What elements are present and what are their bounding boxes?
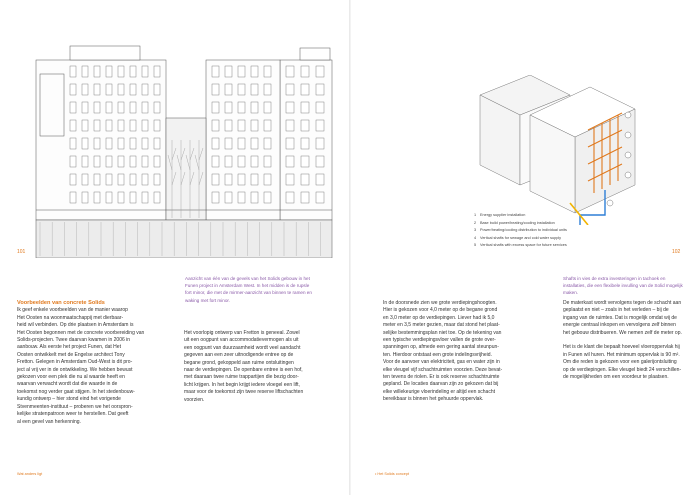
text-line: uit een oogpunt van accommodatievermogen…	[184, 337, 299, 344]
text-line: spanningen op, afmede een gering aantal …	[383, 344, 499, 351]
text-line: de mogelijkheden om een voordeur te plaa…	[563, 374, 669, 381]
text-line: Ik geef enkele voorbeelden van de manier…	[17, 307, 128, 314]
text-line: Solids-projecten. Twee daarvan kwamen in…	[17, 337, 131, 344]
text-column-4: De materkast wordt vervolgens tegen de s…	[563, 300, 693, 381]
text-line: licht krijgen. In het begin krijgt ieder…	[184, 381, 300, 388]
text-line: Fretton. Gelegen in Amsterdam Oud-West i…	[17, 359, 133, 366]
text-line: bereikbaar is binnen het gehuurde opperv…	[383, 396, 484, 403]
page-number-right: 102	[672, 249, 681, 255]
text-column-3: In de doorsnede zien we grote verdieping…	[383, 300, 543, 404]
text-line: Het voorlopig ontwerp van Fretton is gen…	[184, 330, 300, 336]
text-line: energie centraal inkopen en vervolgens z…	[563, 322, 676, 329]
text-line: een oogpunt van duurzaamheid wordt veel …	[184, 344, 301, 351]
text-line: Het Oosten na woonmaatschappij met dierb…	[17, 314, 124, 321]
section-heading: Voorbeelden van concrete Solids	[17, 300, 105, 306]
text-line	[563, 337, 693, 344]
text-line: kelijke stratenpatroon weer te herstelle…	[17, 411, 129, 418]
text-line: een typische verdiepingsvloer vallen de …	[383, 337, 496, 344]
text-line: met daaraan twee ruime trappartijen die …	[184, 374, 299, 381]
text-line: en 3,0 meter op de verdiepingen. Liever …	[383, 314, 495, 321]
text-line: kundig ontwerp – hier stond eind het vor…	[17, 396, 121, 403]
page-gutter	[349, 0, 351, 495]
text-line: elke vleugel vijf schachtruimten voorzie…	[383, 366, 503, 373]
page-number-left: 101	[17, 249, 26, 255]
text-line: gepland. De locaties daarvan zijn zo gek…	[383, 381, 499, 388]
running-footer-right: • Het Solids concept	[375, 472, 410, 476]
text-line: elke willekeurige vloerindeling er altij…	[383, 388, 496, 395]
text-line: toekomst nog verder gaat stijgen. In het…	[17, 388, 135, 395]
text-line: voorzien.	[184, 396, 205, 403]
text-line: begane grond, gekoppeld aan ruime ontslu…	[184, 359, 294, 366]
text-line: ten tevens de riolen. Er is ook reserve …	[383, 374, 500, 381]
text-line: Hier is gekozen voor 4,0 meter op de beg…	[383, 307, 498, 314]
text-line: ten. Hierdoor ontstaat een grote indelin…	[383, 351, 492, 358]
text-line: al een gevel van herkenning.	[17, 418, 81, 425]
text-line: aanbouw. Als eerste het project Funen, d…	[17, 344, 121, 351]
text-line: op de verdiepingen. Elke vleugel biedt 2…	[563, 366, 682, 373]
text-line: meter en 3,5 meter gezien, maar dat ston…	[383, 322, 500, 329]
text-line: gegeven aan een zeer uitnodigende entree…	[184, 352, 294, 359]
text-line: gekozen voor een plek die nu al waarde h…	[17, 374, 125, 381]
text-line: Het Oosten begonnen met de concrete voor…	[17, 329, 145, 336]
text-line: selijke bestemmingsplan niet toe. Op de …	[383, 329, 502, 336]
text-line: waarvan verwacht wordt dat die waarde in…	[17, 381, 118, 388]
services-isometric-diagram	[479, 75, 636, 225]
text-line: maar voor de toekomst zijn twee reserve …	[184, 389, 304, 396]
text-line: in Funen wil huren. Het minimum oppervla…	[563, 351, 680, 358]
caption-right: Shafts in vies de extra investeringen in…	[563, 276, 683, 296]
text-column-2: Het voorlopig ontwerp van Fretton is gen…	[184, 330, 339, 404]
text-line: Oosten ontwikkelt met de Engelse archite…	[17, 351, 125, 358]
text-line: De materkast wordt vervolgens tegen de s…	[563, 300, 682, 306]
text-line: heid wil verbinden. Op drie plaatsen in …	[17, 322, 134, 329]
caption-left: Aanzicht van één van de gevels van het S…	[185, 276, 312, 303]
facade-elevation-drawing	[35, 45, 333, 258]
text-line: Stvenmeenten-instituut – proberen we het…	[17, 403, 133, 410]
text-line: naar de verdiepingen. De openbare entree…	[184, 367, 303, 374]
text-line: Om die reden is gekozen voor een galerij…	[563, 359, 677, 366]
text-line: ingang van de ruimtes. Dat is mogelijk o…	[563, 314, 677, 321]
text-column-1: Voorbeelden van concrete Solids Ik geef …	[17, 300, 172, 426]
running-footer-left: Wat anders ligt	[17, 472, 43, 476]
text-line: ject al vrij ver in de ontwikkeling. We …	[17, 366, 133, 373]
text-line: geplaatst en niet – zoals in het verlede…	[563, 307, 669, 314]
text-line: Voor de aanvoer van elektriciteit, gas e…	[383, 359, 500, 366]
text-line: In de doorsnede zien we grote verdieping…	[383, 300, 497, 306]
text-line: het gebouw distribueren. We nemen zelf d…	[563, 329, 682, 336]
text-line: Het is de klant die bepaalt hoeveel vloe…	[563, 344, 680, 351]
